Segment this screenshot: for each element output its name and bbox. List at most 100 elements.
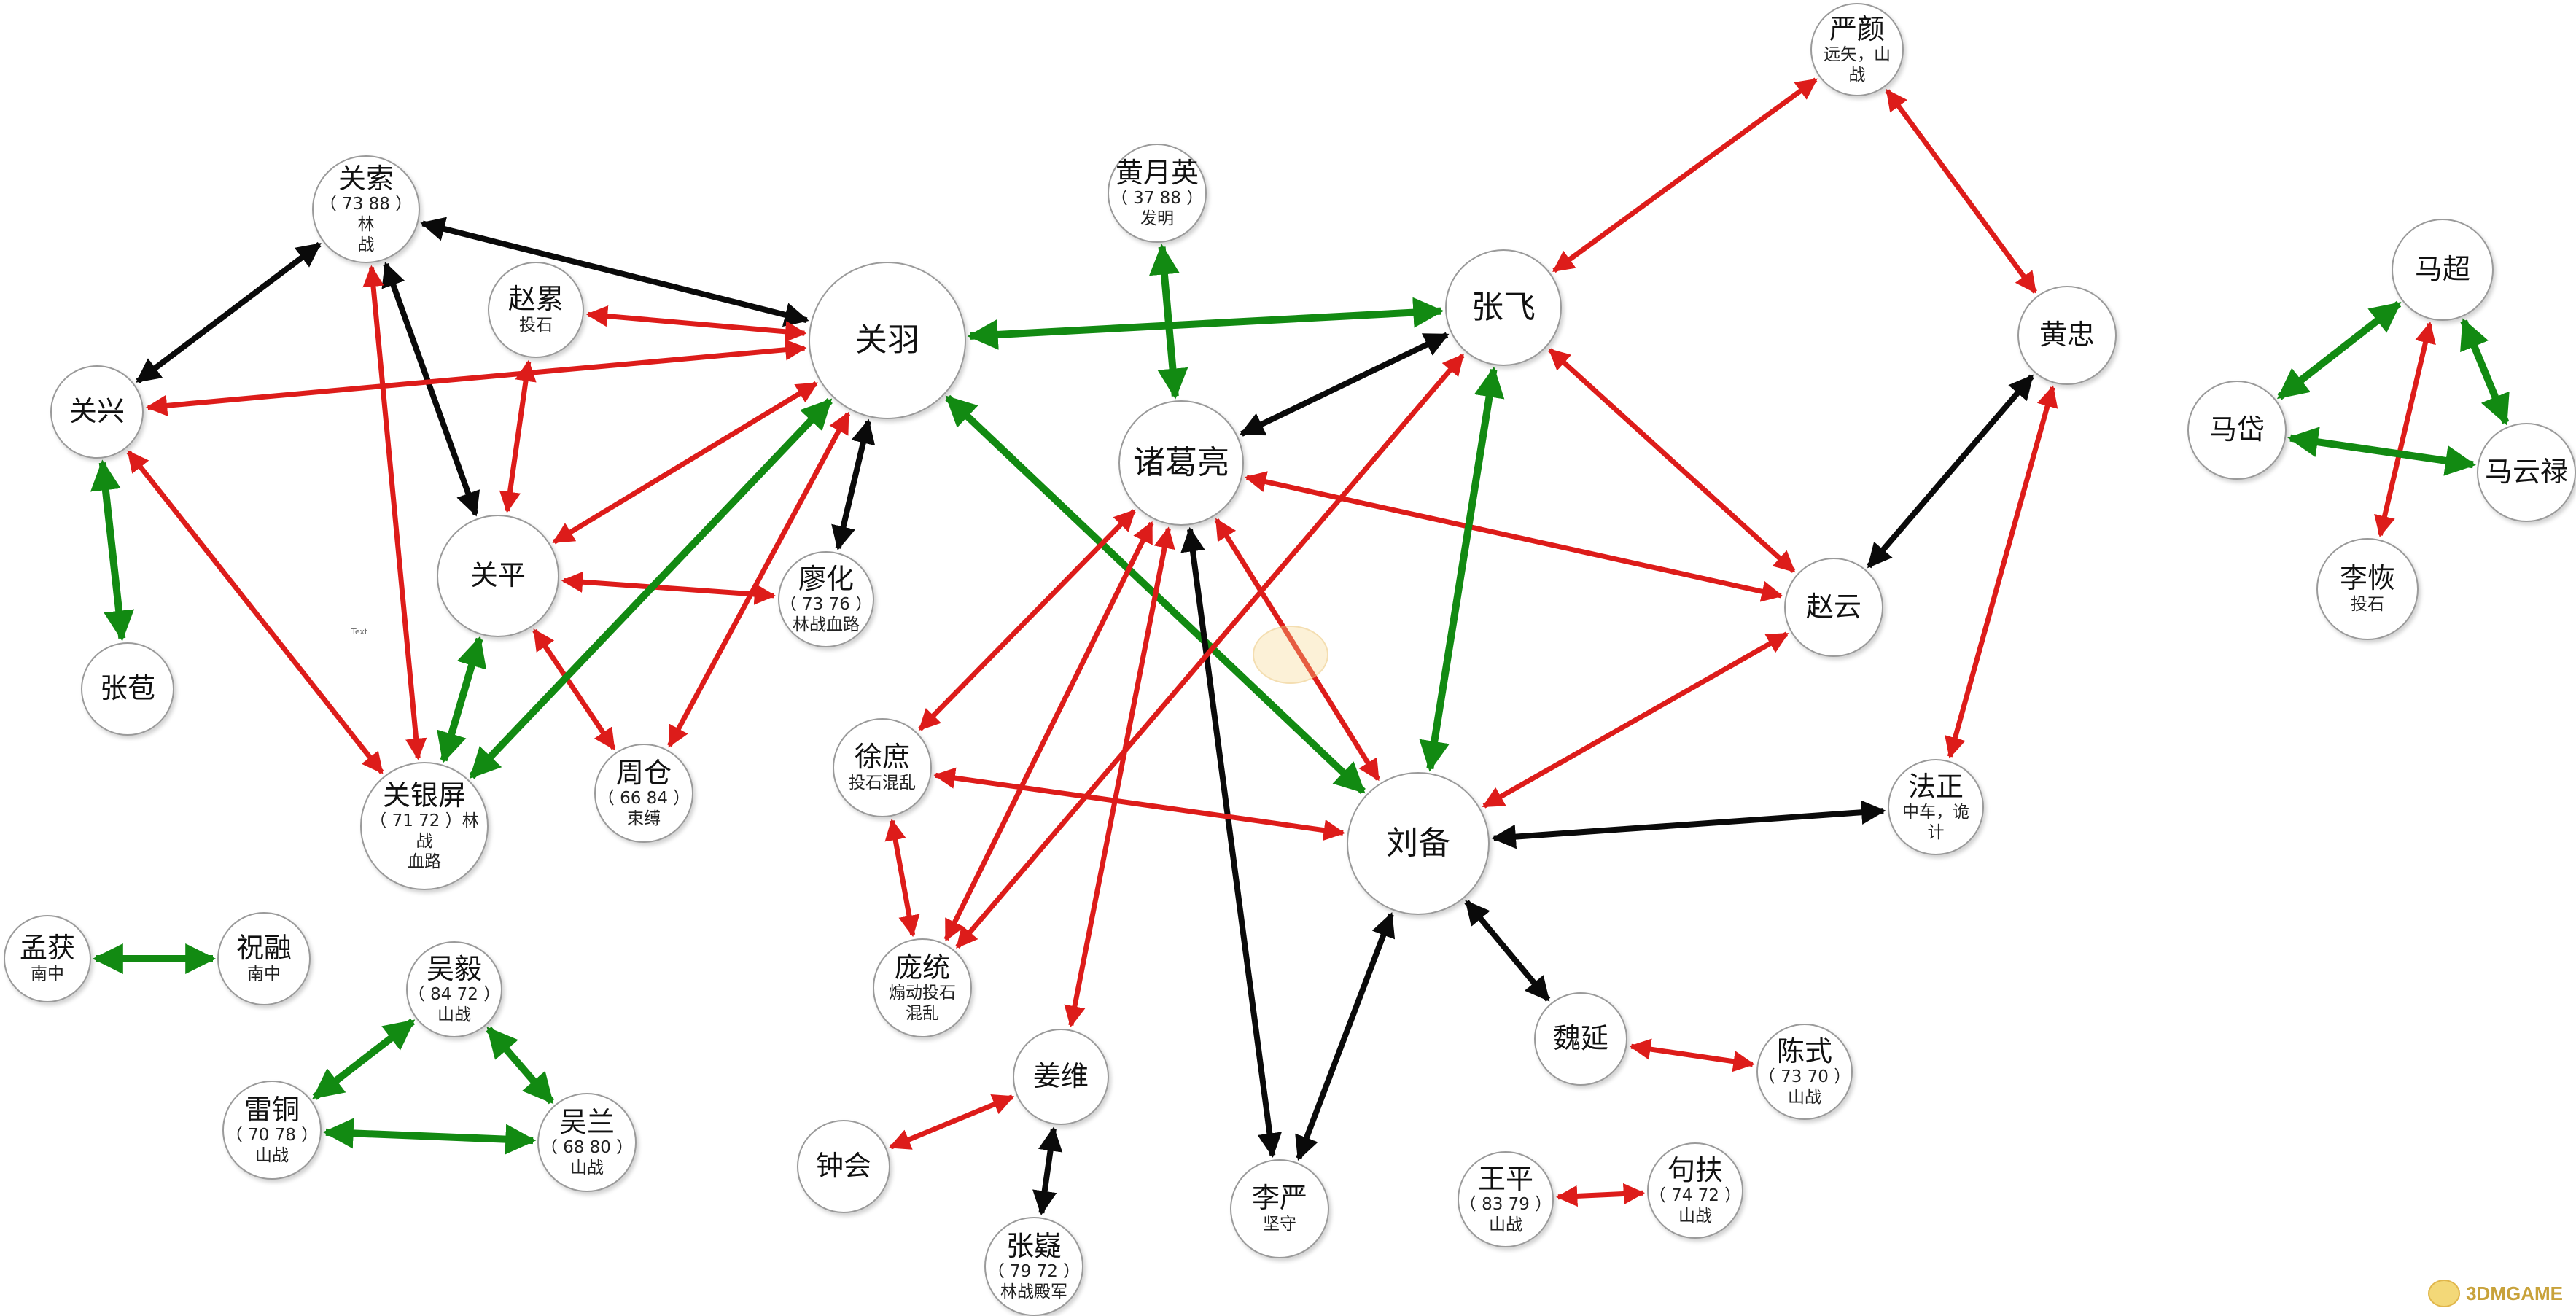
node-name: 黄忠 <box>2039 319 2095 351</box>
node-name: 魏延 <box>1552 1022 1608 1055</box>
node-wuyi: 吴毅（ 84 72 ）山战 <box>406 941 502 1037</box>
node-skill-note: 山战 <box>437 1005 471 1024</box>
site-watermark: 3DMGAME <box>2428 1280 2563 1307</box>
node-name: 姜维 <box>1032 1060 1089 1093</box>
edge-guanxing-zhangbao <box>90 459 135 642</box>
node-skill-note: 山战 <box>1788 1087 1821 1107</box>
node-name: 吴兰 <box>559 1105 615 1138</box>
node-weiyan: 魏延 <box>1534 992 1627 1086</box>
node-name: 黄月英 <box>1115 156 1199 189</box>
node-fazheng: 法正中车，诡计 <box>1888 759 1984 855</box>
node-stats: （ 68 80 ） <box>540 1138 634 1158</box>
node-wangping: 王平（ 83 79 ）山战 <box>1458 1151 1554 1247</box>
node-name: 严颜 <box>1829 12 1885 45</box>
node-stats: （ 84 72 ） <box>408 985 501 1005</box>
edge-zhaoyun-liubei <box>1482 631 1789 809</box>
edge-yanyan-huangzhong <box>1885 89 2038 294</box>
node-name: 徐庶 <box>854 741 910 774</box>
stray-text-label: Text <box>351 627 368 636</box>
node-skill-note: 山战 <box>1489 1215 1522 1234</box>
node-menghuo: 孟获南中 <box>4 915 91 1002</box>
edge-guanyu-zhangfei <box>967 297 1444 350</box>
node-name: 祝融 <box>236 932 292 965</box>
node-lihui: 李恢投石 <box>2316 538 2419 640</box>
node-name: 张飞 <box>1471 288 1536 326</box>
edge-guanxing-guanyinping <box>126 450 384 774</box>
edge-weiyan-chenshi <box>1629 1038 1755 1072</box>
node-guansuo: 关索（ 73 88 ）林战 <box>312 155 420 263</box>
node-name: 关兴 <box>69 395 125 428</box>
watermark-text: 3DMGAME <box>2466 1282 2563 1304</box>
node-zhaoyun: 赵云 <box>1784 558 1883 657</box>
node-name: 张嶷 <box>1005 1229 1062 1262</box>
edge-liubei-fazheng <box>1491 800 1886 849</box>
node-stats: （ 66 84 ） <box>597 789 690 809</box>
node-name: 关平 <box>470 559 526 592</box>
node-stats: （ 73 70 ） <box>1758 1067 1851 1087</box>
node-wulan: 吴兰（ 68 80 ）山战 <box>537 1093 637 1192</box>
node-name: 法正 <box>1907 770 1964 803</box>
node-name: 李恢 <box>2339 562 2395 595</box>
node-skill-note: 投石 <box>2351 595 2384 615</box>
node-skill-note: 束缚 <box>627 809 661 828</box>
edge-guansuo-guanyu <box>420 217 809 327</box>
edge-zhangfei-pangtong <box>955 354 1465 949</box>
node-skill-note: 山战 <box>255 1145 289 1165</box>
edge-wuyi-leitong <box>312 1019 416 1100</box>
node-stats: （ 70 78 ） <box>225 1126 319 1145</box>
edge-jiangwei-zhonghui <box>888 1094 1015 1150</box>
node-zhugeliang: 诸葛亮 <box>1118 400 1244 526</box>
node-zhoucang: 周仓（ 66 84 ）束缚 <box>594 744 693 843</box>
node-name: 雷铜 <box>244 1093 300 1126</box>
node-skill-note: 投石混乱 <box>849 774 916 793</box>
node-skill-note: 投石 <box>519 316 553 335</box>
node-name: 陈式 <box>1776 1035 1832 1067</box>
node-stats: （ 79 72 ） <box>987 1262 1081 1282</box>
node-name: 赵云 <box>1805 591 1861 623</box>
node-name: 李严 <box>1251 1182 1307 1215</box>
node-name: 马超 <box>2414 253 2470 286</box>
node-guanyinping: 关银屏（ 71 72 ）林战血路 <box>360 762 489 890</box>
node-jiangwei: 姜维 <box>1013 1029 1109 1125</box>
node-chenshi: 陈式（ 73 70 ）山战 <box>1756 1024 1853 1120</box>
node-stats: （ 71 72 ）林战 <box>370 811 479 852</box>
node-name: 关羽 <box>855 321 919 359</box>
node-zhonghui: 钟会 <box>797 1120 890 1213</box>
node-skill-note: 发明 <box>1140 209 1174 228</box>
edge-zhangfei-zhaoyun <box>1548 348 1796 573</box>
node-skill-note: 血路 <box>408 852 441 871</box>
node-xushu: 徐庶投石混乱 <box>833 718 932 817</box>
node-name: 周仓 <box>615 756 672 789</box>
node-huangzhong: 黄忠 <box>2017 286 2117 385</box>
node-stats: （ 83 79 ） <box>1459 1195 1552 1215</box>
node-yanyan: 严颜远矢，山战 <box>1810 3 1904 96</box>
node-name: 孟获 <box>19 932 75 965</box>
node-guanxing: 关兴 <box>50 365 144 459</box>
edge-jiangwei-zhangni <box>1032 1126 1063 1216</box>
edge-xushu-liubei <box>933 767 1345 841</box>
node-stats: （ 73 88 ）林 <box>319 195 413 235</box>
node-name: 关银屏 <box>382 779 466 811</box>
edge-guanxing-guanyu <box>145 339 807 416</box>
node-name: 吴毅 <box>426 952 482 985</box>
node-zhaolei: 赵累投石 <box>488 262 584 358</box>
node-machao: 马超 <box>2392 219 2494 321</box>
edge-zhangfei-yanyan <box>1552 77 1818 273</box>
node-name: 赵累 <box>507 283 564 316</box>
node-goufu: 句扶（ 74 72 ）山战 <box>1647 1142 1743 1239</box>
node-guanping: 关平 <box>437 515 559 637</box>
edge-wuyi-wulan <box>486 1027 555 1105</box>
node-zhangfei: 张飞 <box>1445 249 1562 366</box>
faded-mascot-icon <box>1253 626 1328 684</box>
node-name: 钟会 <box>815 1150 871 1183</box>
edge-liubei-liyan <box>1295 912 1396 1161</box>
node-liubei: 刘备 <box>1347 772 1490 915</box>
edge-liubei-weiyan <box>1464 900 1551 1002</box>
node-pangtong: 庞统煽动投石混乱 <box>873 938 972 1037</box>
node-skill-note: 林战血路 <box>793 615 860 634</box>
edge-guanyu-guanyinping <box>469 398 833 779</box>
node-huangyueying: 黄月英（ 37 88 ）发明 <box>1108 144 1207 243</box>
node-stats: （ 73 76 ） <box>779 595 873 615</box>
